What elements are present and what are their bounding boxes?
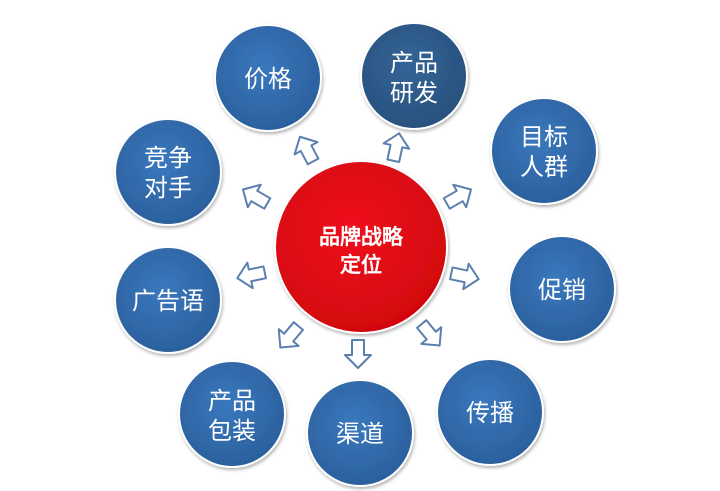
node-slogan-circle — [114, 246, 222, 354]
node-channel-circle — [306, 379, 414, 487]
node-channel: 渠道 — [306, 379, 414, 487]
arrow-to-promotion-icon — [449, 262, 480, 291]
node-rivals-label-line-2: 对手 — [144, 174, 192, 202]
node-rnd-circle — [360, 22, 468, 130]
node-promotion: 促销 — [508, 235, 616, 343]
node-packaging-circle — [178, 360, 286, 468]
arrow-to-packaging-icon — [277, 321, 304, 349]
node-rnd-label-line-1: 产品 — [390, 49, 438, 77]
node-audience-label-line-2: 人群 — [520, 153, 568, 181]
center-node: 品牌战略 定位 — [274, 160, 448, 334]
node-audience: 目标 人群 — [490, 97, 598, 205]
center-circle — [274, 160, 448, 334]
arrow-to-rnd-icon — [382, 132, 411, 163]
node-audience-label-line-1: 目标 — [520, 123, 568, 151]
node-channel-label: 渠道 — [336, 420, 384, 448]
arrow-to-spread-icon — [416, 319, 443, 347]
node-spread-circle — [436, 358, 544, 466]
node-spread-label: 传播 — [466, 399, 514, 427]
node-slogan: 广告语 — [114, 246, 222, 354]
arrow-to-channel-icon — [344, 339, 372, 369]
node-promotion-circle — [508, 235, 616, 343]
center-label-line-2: 定位 — [340, 253, 382, 277]
node-rnd-label-line-2: 研发 — [390, 79, 438, 107]
node-promotion-label: 促销 — [538, 276, 586, 304]
node-rnd: 产品 研发 — [360, 22, 468, 130]
node-packaging-label-line-2: 包装 — [208, 417, 256, 445]
node-rivals: 竞争 对手 — [114, 118, 222, 226]
arrow-to-rivals-icon — [242, 183, 272, 210]
node-price: 价格 — [214, 24, 322, 132]
node-slogan-label: 广告语 — [132, 287, 204, 315]
center-label-line-1: 品牌战略 — [319, 225, 404, 249]
arrow-to-price-icon — [293, 135, 320, 166]
arrow-to-slogan-icon — [236, 261, 267, 290]
node-spread: 传播 — [436, 358, 544, 466]
node-audience-circle — [490, 97, 598, 205]
node-packaging: 产品 包装 — [178, 360, 286, 468]
node-price-circle — [214, 24, 322, 132]
node-rivals-label-line-1: 竞争 — [144, 144, 192, 172]
node-price-label: 价格 — [244, 65, 292, 93]
node-packaging-label-line-1: 产品 — [208, 387, 256, 415]
node-rivals-circle — [114, 118, 222, 226]
arrow-to-audience-icon — [442, 183, 472, 210]
arrows-group — [236, 132, 480, 369]
